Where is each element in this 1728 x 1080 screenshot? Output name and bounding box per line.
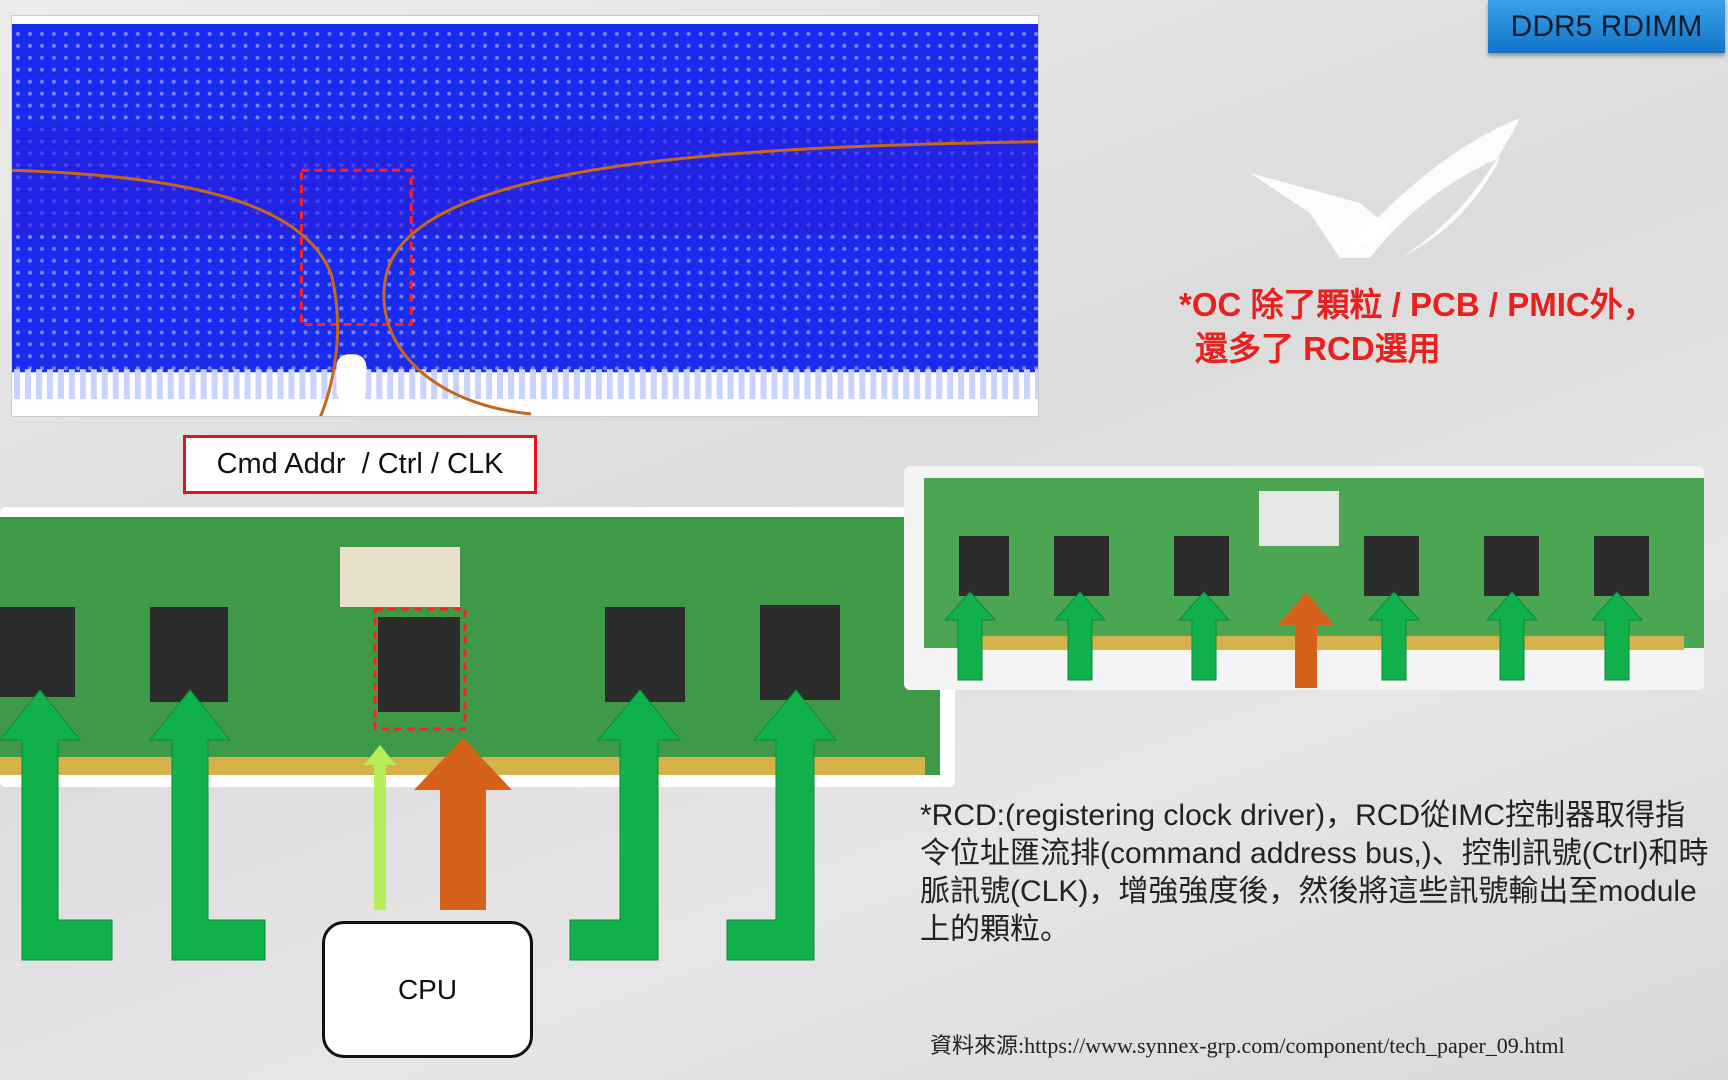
slide-title-badge: DDR5 RDIMM [1488,0,1725,53]
source-citation: 資料來源:https://www.synnex-grp.com/componen… [930,1033,1565,1058]
rcd-description: *RCD:(registering clock driver)，RCD從IMC控… [920,799,1709,946]
oc-note-line2: 還多了 RCD選用 [1195,330,1441,367]
cpu-box: CPU [322,921,533,1058]
oc-note-line1: *OC 除了顆粒 / PCB / PMIC外， [1179,286,1656,323]
cmd-addr-ctrl-clk-label: Cmd Addr / Ctrl / CLK [183,435,537,494]
pcb-layout-image [11,15,1070,427]
rog-logo-icon [1250,118,1520,263]
rdimm-module-photo-front [0,507,960,789]
oc-note: *OC 除了顆粒 / PCB / PMIC外， 還多了 RCD選用 [1179,283,1656,371]
rdimm-module-photo-angled [904,466,1704,690]
